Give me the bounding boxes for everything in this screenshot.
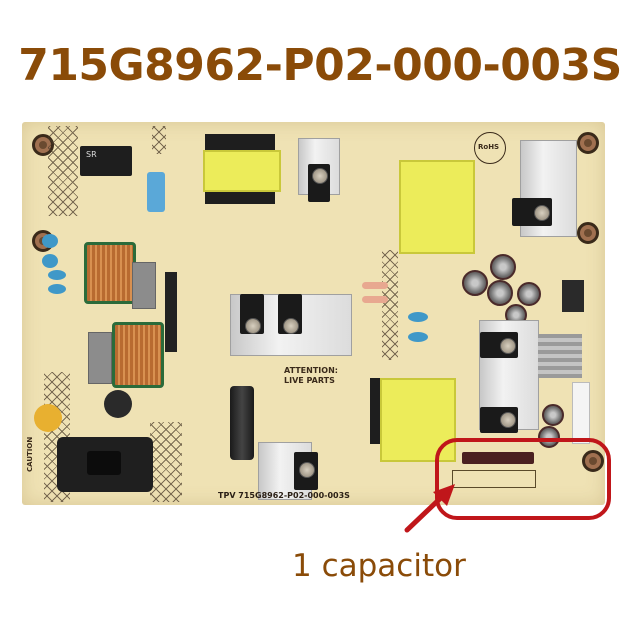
mounting-hole xyxy=(577,132,599,154)
transformer-bottom xyxy=(380,378,456,462)
choke-coil xyxy=(112,322,164,388)
electrolytic-capacitor xyxy=(462,270,488,296)
caution-label: CAUTION xyxy=(26,436,34,472)
hatch-area xyxy=(152,126,166,154)
y-capacitor xyxy=(48,270,66,280)
transformer-right-top xyxy=(399,160,475,254)
y-capacitor xyxy=(408,332,428,342)
annotation-caption: 1 capacitor xyxy=(292,548,466,584)
y-capacitor xyxy=(408,312,428,322)
screw xyxy=(500,412,516,428)
ac-inlet-pins xyxy=(87,451,121,475)
thermistor xyxy=(104,390,132,418)
resistor xyxy=(362,282,388,289)
varistor xyxy=(34,404,62,432)
electrolytic-capacitor xyxy=(490,254,516,280)
highlighted-component xyxy=(462,452,534,464)
hatch-area xyxy=(150,422,182,502)
bulk-capacitor xyxy=(230,386,254,460)
choke-coil xyxy=(84,242,136,304)
bridge-label: SR xyxy=(86,150,97,159)
rohs-mark: RoHS xyxy=(474,132,506,164)
model-silkscreen: TPV 715G8962-P02-000-003S xyxy=(218,491,350,500)
screw xyxy=(299,462,315,478)
bridge-rectifier: SR xyxy=(80,146,132,176)
screw xyxy=(534,205,550,221)
white-connector xyxy=(572,382,590,444)
electrolytic-capacitor xyxy=(517,282,541,306)
resistor xyxy=(362,296,388,303)
highlighted-pad-block xyxy=(452,470,536,488)
screw xyxy=(312,168,328,184)
page-title: 715G8962-P02-000-003S xyxy=(18,40,622,91)
output-connector xyxy=(562,280,584,312)
pcb-board: SR RoHS xyxy=(22,122,605,505)
hatch-area xyxy=(382,250,398,360)
annotation-arrow-icon xyxy=(404,484,455,533)
screw xyxy=(283,318,299,334)
attention-label: ATTENTION: LIVE PARTS xyxy=(284,366,338,385)
highlight-box xyxy=(435,438,611,520)
hatch-area xyxy=(48,126,78,216)
ac-inlet-socket xyxy=(57,437,153,492)
transformer-top-tape xyxy=(203,150,281,192)
y-capacitor xyxy=(42,254,58,268)
y-capacitor xyxy=(48,284,66,294)
x-capacitor xyxy=(88,332,112,384)
mounting-hole xyxy=(577,222,599,244)
y-capacitor xyxy=(42,234,58,248)
screw xyxy=(500,338,516,354)
electrolytic-capacitor xyxy=(538,426,560,448)
electrolytic-capacitor xyxy=(542,404,564,426)
electrolytic-capacitor xyxy=(487,280,513,306)
pin-header xyxy=(165,272,177,352)
film-capacitor xyxy=(147,172,165,212)
heatsink xyxy=(258,442,312,500)
screw xyxy=(245,318,261,334)
heatsink-fins xyxy=(538,334,582,378)
x-capacitor xyxy=(132,262,156,309)
